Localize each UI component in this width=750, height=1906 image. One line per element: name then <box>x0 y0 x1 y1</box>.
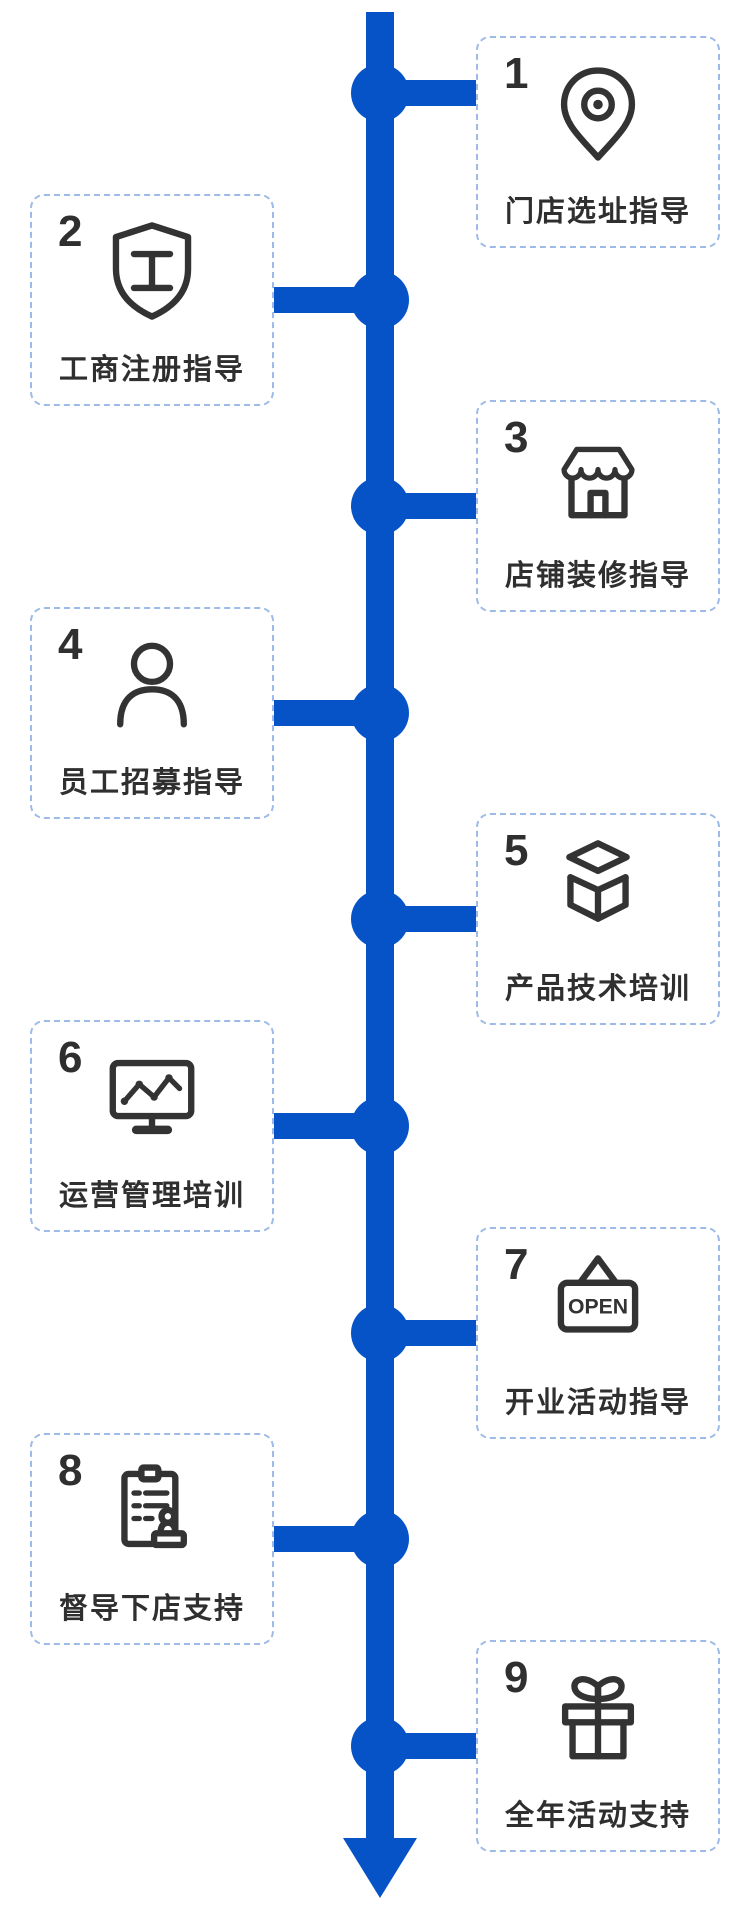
step-label: 督导下店支持 <box>58 1593 245 1625</box>
timeline-node-4 <box>351 684 409 742</box>
timeline-node-3 <box>351 477 409 535</box>
cube-3d-icon <box>545 837 651 943</box>
step-card-3: 3 店铺装修指导 <box>476 400 720 612</box>
open-sign-icon: OPEN <box>545 1251 651 1357</box>
step-label: 员工招募指导 <box>58 767 245 799</box>
timeline-arrow-down-icon <box>343 1838 417 1898</box>
step-number: 8 <box>58 1446 83 1495</box>
timeline-node-8 <box>351 1510 409 1568</box>
step-number: 1 <box>504 49 529 98</box>
step-number: 3 <box>504 413 529 462</box>
step-label: 产品技术培训 <box>504 973 691 1005</box>
step-label: 全年活动支持 <box>504 1800 691 1832</box>
timeline-node-9 <box>351 1717 409 1775</box>
timeline-node-2 <box>351 271 409 329</box>
step-label: 开业活动指导 <box>504 1387 691 1419</box>
timeline-node-6 <box>351 1097 409 1155</box>
step-card-6: 6 运营管理培训 <box>30 1020 274 1232</box>
gift-box-icon <box>545 1664 651 1770</box>
step-card-8: 8 督导下店支持 <box>30 1433 274 1645</box>
storefront-icon <box>545 424 651 530</box>
step-card-5: 5 产品技术培训 <box>476 813 720 1025</box>
step-number: 6 <box>58 1033 83 1082</box>
person-icon <box>99 631 205 737</box>
step-card-1: 1 门店选址指导 <box>476 36 720 248</box>
timeline-node-5 <box>351 890 409 948</box>
monitor-chart-icon <box>99 1044 205 1150</box>
step-number: 5 <box>504 826 529 875</box>
step-card-4: 4 员工招募指导 <box>30 607 274 819</box>
step-label: 店铺装修指导 <box>504 560 691 592</box>
step-card-2: 2 工商注册指导 <box>30 194 274 406</box>
step-label: 工商注册指导 <box>58 354 245 386</box>
step-number: 2 <box>58 207 83 256</box>
timeline-node-1 <box>351 64 409 122</box>
shield-gong-icon <box>99 218 205 324</box>
step-number: 9 <box>504 1653 529 1702</box>
open-sign-text: OPEN <box>568 1296 628 1319</box>
timeline-node-7 <box>351 1304 409 1362</box>
step-label: 门店选址指导 <box>504 196 691 228</box>
step-label: 运营管理培训 <box>58 1180 245 1212</box>
clipboard-stamp-icon <box>99 1457 205 1563</box>
location-pin-icon <box>545 60 651 166</box>
step-card-9: 9 全年活动支持 <box>476 1640 720 1852</box>
step-number: 7 <box>504 1240 529 1289</box>
step-card-7: 7 OPEN 开业活动指导 <box>476 1227 720 1439</box>
step-number: 4 <box>58 620 83 669</box>
